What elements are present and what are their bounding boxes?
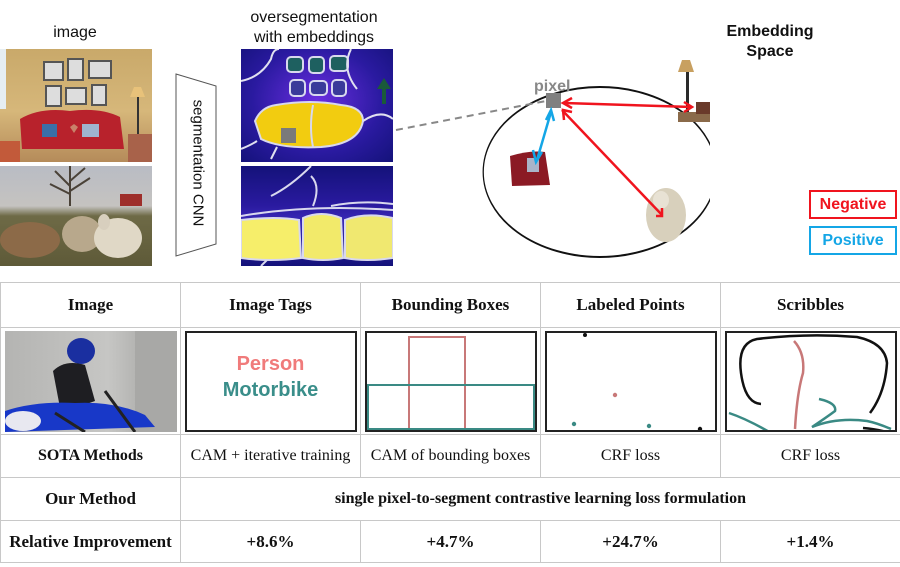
legend-positive: Positive [809, 226, 897, 255]
sota-label: SOTA Methods [0, 434, 181, 478]
image-tags-panel: Person Motorbike [184, 330, 357, 432]
header-image: Image [0, 282, 181, 328]
sheep-segment [646, 188, 686, 242]
scribble-person [792, 339, 805, 429]
oversegmentation-map-sheep [241, 166, 393, 266]
tag-person: Person [236, 352, 305, 375]
point-background [697, 426, 702, 430]
tag-motorbike: Motorbike [222, 378, 319, 401]
legend-negative: Negative [809, 190, 897, 219]
cell-example-image [0, 327, 181, 435]
improvement-image-tags: +8.6% [180, 520, 361, 563]
scribble-motorbike [728, 411, 768, 430]
improvement-bounding-boxes: +4.7% [360, 520, 541, 563]
chair-segment [510, 151, 550, 186]
person-bounding-box [407, 335, 466, 430]
motorbike-photo [4, 330, 177, 432]
living-room-photo [0, 49, 152, 162]
cell-scribbles [720, 327, 900, 435]
point-motorbike [646, 423, 651, 428]
bounding-boxes-panel [364, 330, 537, 432]
scribble-background [738, 333, 888, 414]
point-person [612, 392, 617, 397]
motorbike-bounding-box [366, 383, 535, 430]
image-label: image [53, 24, 97, 41]
cnn-label: segmentation CNN [189, 99, 207, 227]
lamp-segment [678, 60, 710, 122]
sheep-photo [0, 166, 152, 266]
embedding-space-diagram [395, 60, 710, 258]
negative-arrow-lamp [560, 96, 695, 114]
overseg-label-line2: with embeddings [253, 29, 375, 46]
overseg-label-line1: oversegmentation [250, 9, 378, 26]
improvement-labeled-points: +24.7% [540, 520, 721, 563]
our-method-value: single pixel-to-segment contrastive lear… [180, 477, 900, 521]
cell-bounding-boxes [360, 327, 541, 435]
oversegmentation-map-room [241, 49, 393, 162]
point-motorbike [571, 421, 576, 426]
segmentation-cnn-block [175, 73, 217, 257]
our-method-label: Our Method [0, 477, 181, 521]
table-header-row: Image Image Tags Bounding Boxes Labeled … [0, 282, 900, 328]
sota-scribbles: CRF loss [720, 434, 900, 478]
negative-arrow-sheep [561, 108, 664, 218]
embedding-title-line1: Embedding [726, 23, 814, 40]
improvement-scribbles: +1.4% [720, 520, 900, 563]
pixel-label: pixel [534, 78, 571, 95]
oversegmentation-label: oversegmentation with embeddings [228, 8, 400, 48]
table-row-our-method: Our Method single pixel-to-segment contr… [0, 477, 900, 521]
pixel-square [546, 93, 561, 108]
table-row-annotations: Person Motorbike [0, 327, 900, 435]
improvement-label: Relative Improvement [0, 520, 181, 563]
projection-dashed-line [395, 100, 547, 131]
cnn-label-wrap: segmentation CNN [178, 88, 218, 238]
positive-arrow [531, 106, 556, 166]
embedding-title-line2: Space [746, 43, 794, 60]
labeled-points-panel [544, 330, 717, 432]
header-labeled-points: Labeled Points [540, 282, 721, 328]
scribble-background [862, 426, 884, 430]
point-background [582, 332, 587, 337]
cell-labeled-points [540, 327, 721, 435]
header-scribbles: Scribbles [720, 282, 900, 328]
sota-bounding-boxes: CAM of bounding boxes [360, 434, 541, 478]
table-row-improvement: Relative Improvement +8.6% +4.7% +24.7% … [0, 520, 900, 563]
header-image-tags: Image Tags [180, 282, 361, 328]
sota-image-tags: CAM + iterative training [180, 434, 361, 478]
scribble-motorbike [810, 397, 891, 430]
cell-image-tags: Person Motorbike [180, 327, 361, 435]
table-row-sota: SOTA Methods CAM + iterative training CA… [0, 434, 900, 478]
scribbles-panel [724, 330, 897, 432]
comparison-table: Image Image Tags Bounding Boxes Labeled … [0, 282, 900, 563]
header-bounding-boxes: Bounding Boxes [360, 282, 541, 328]
embedding-space-title: Embedding Space [714, 22, 826, 62]
sota-labeled-points: CRF loss [540, 434, 721, 478]
